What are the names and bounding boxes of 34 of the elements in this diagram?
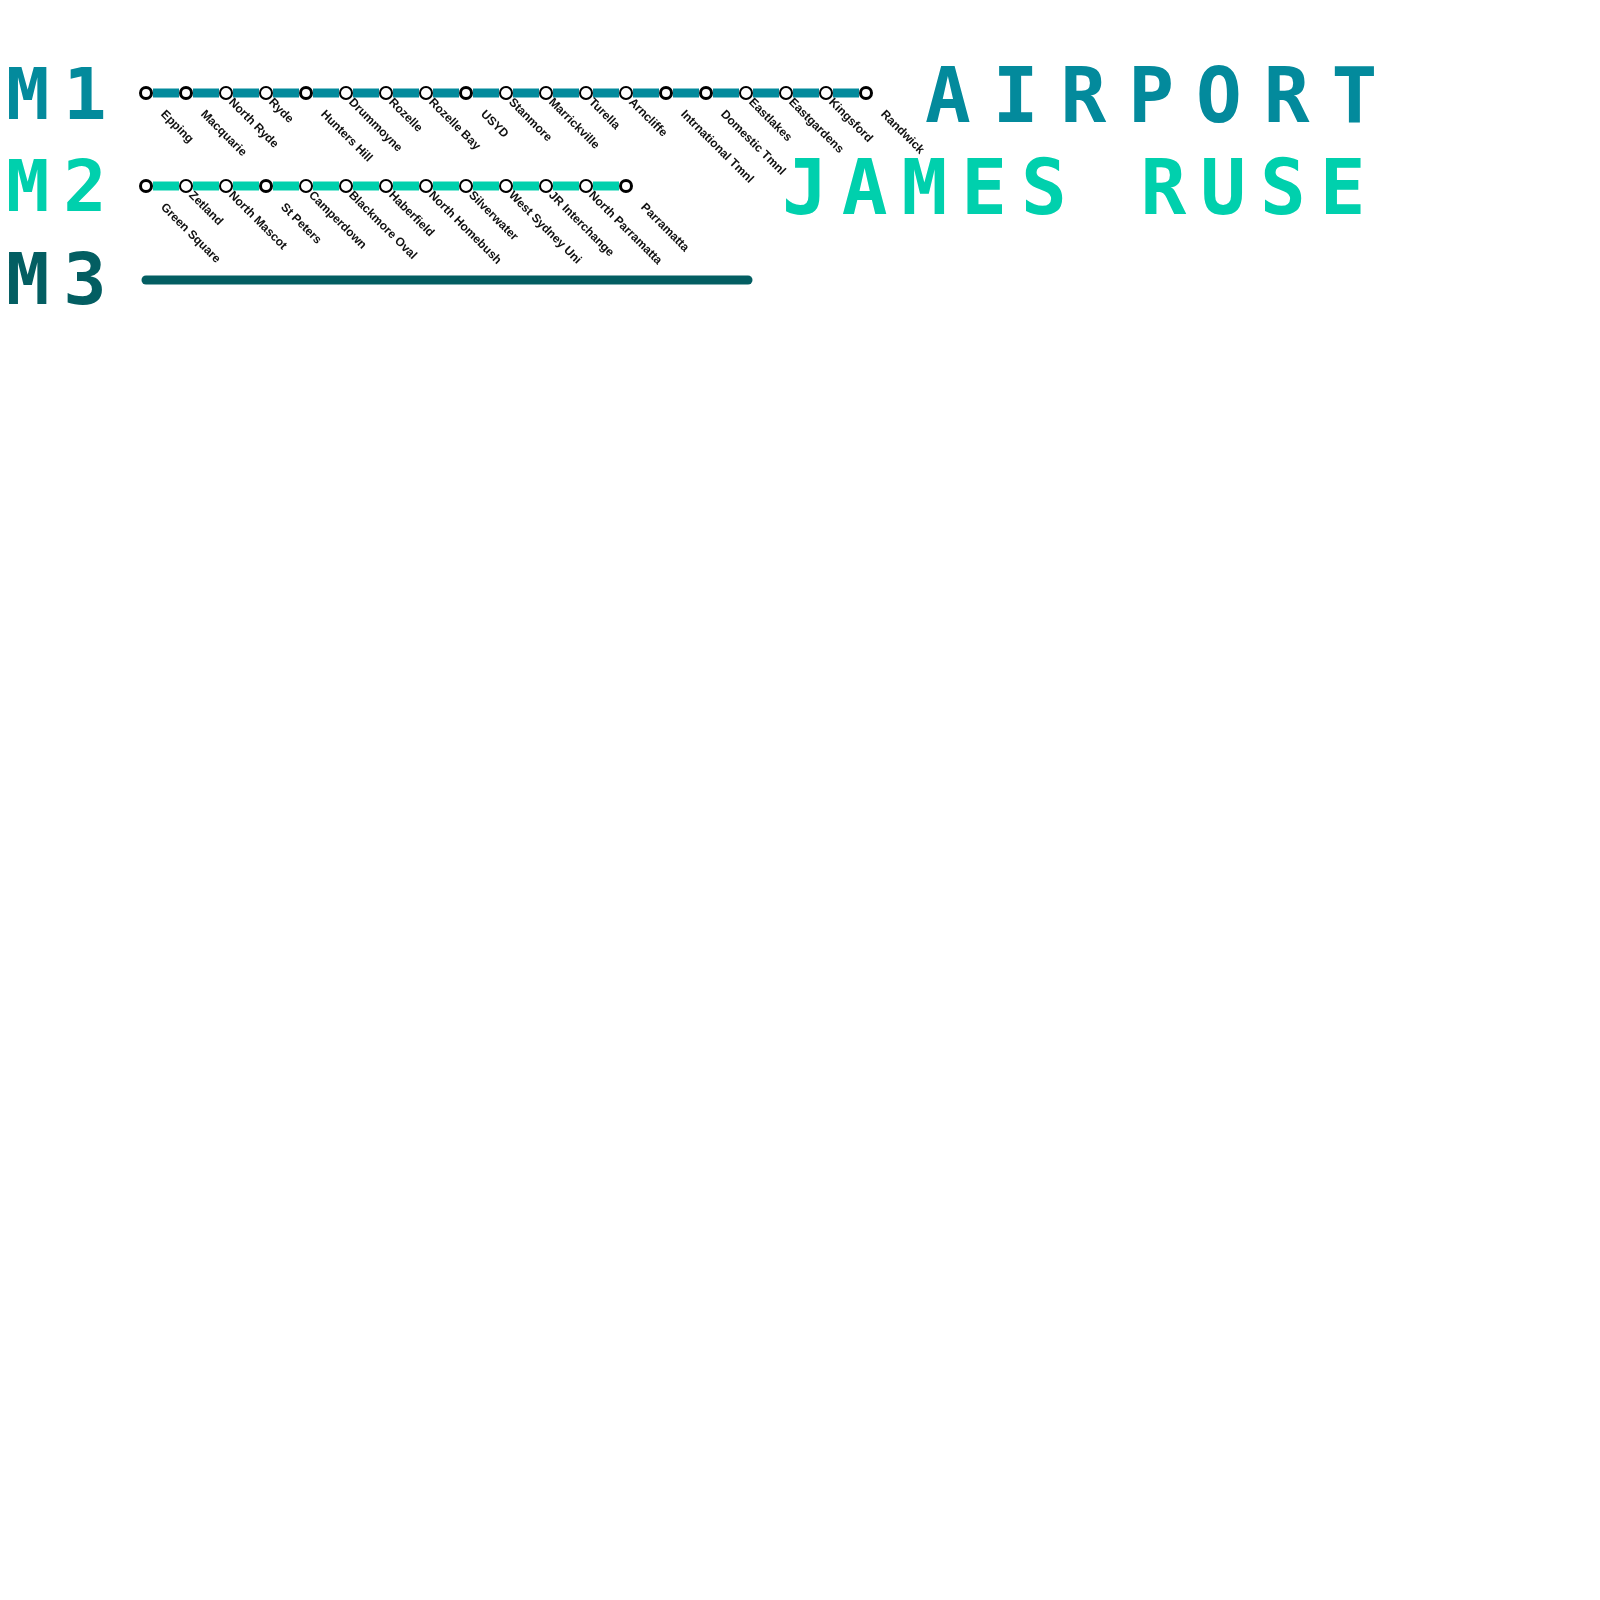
- destination-name: AIRPORT: [925, 58, 1400, 134]
- line-segment: [553, 181, 579, 191]
- line-segment: [753, 88, 779, 98]
- line-segment: [393, 88, 419, 98]
- line-segment: [673, 88, 699, 98]
- line-segment: [633, 88, 659, 98]
- line-segment: [233, 181, 259, 191]
- line-segment: [393, 181, 419, 191]
- line-segment: [593, 181, 619, 191]
- line-segment: [353, 181, 379, 191]
- line-segment: [473, 181, 499, 191]
- line-segment: [513, 88, 539, 98]
- line-segment: [233, 88, 259, 98]
- line-name: M2: [6, 150, 121, 222]
- line-segment: [313, 181, 339, 191]
- line-segment: [513, 181, 539, 191]
- line-segment: [273, 88, 299, 98]
- line-segment: [313, 88, 339, 98]
- line-segment: [433, 181, 459, 191]
- line-segment: [273, 181, 299, 191]
- line-segment: [473, 88, 499, 98]
- line-segment: [793, 88, 819, 98]
- line-segment: [153, 181, 179, 191]
- line-segment: [713, 88, 739, 98]
- line-segment: [833, 88, 859, 98]
- line-segment: [553, 88, 579, 98]
- line-name: M3: [6, 243, 121, 315]
- line-segment: [593, 88, 619, 98]
- line-segment: [193, 88, 219, 98]
- line-segment: [193, 181, 219, 191]
- line-segment: [433, 88, 459, 98]
- line-name: M1: [6, 58, 121, 130]
- line-segment: [153, 88, 179, 98]
- line-segment: [353, 88, 379, 98]
